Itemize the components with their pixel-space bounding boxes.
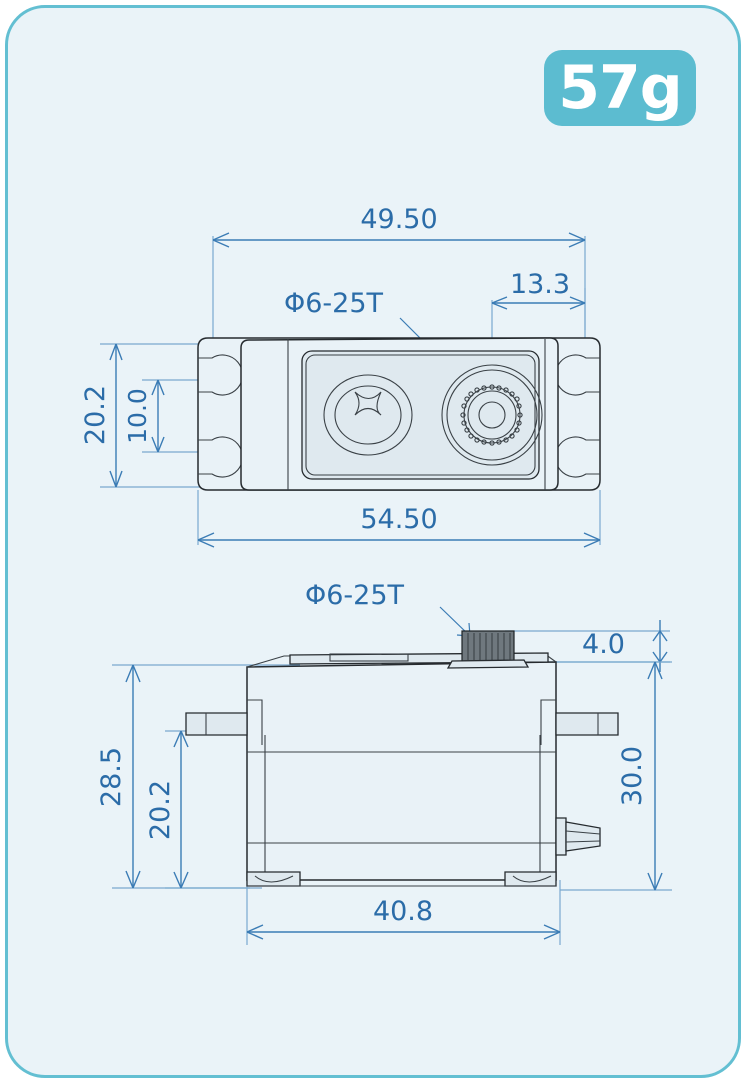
drawing-card — [5, 5, 741, 1078]
dim-shaft-offset: 13.3 — [491, 269, 586, 310]
dim-overall-width: 20.2 — [80, 343, 215, 488]
top-cover-panel-inner — [305, 354, 536, 476]
arrow-right — [568, 232, 586, 248]
dim-case-height: 30.0 — [555, 661, 672, 891]
arrow-left — [197, 532, 215, 548]
arrow-bottom — [109, 470, 123, 488]
rear-bearing-bowtie — [354, 391, 382, 416]
arrow-top — [647, 661, 663, 680]
grommet-cone — [565, 821, 601, 852]
spline-ring-inner — [467, 390, 517, 440]
flange-right-rib — [540, 699, 556, 745]
arrow-bottom — [647, 872, 663, 891]
dim-shaft-offset-label: 13.3 — [510, 269, 570, 300]
top-view-group: 49.50 13.3 Φ6-25T 20 — [80, 204, 601, 548]
top-cover-vent — [329, 653, 409, 662]
output-shaft — [461, 630, 515, 663]
rear-bearing-outer — [323, 374, 413, 456]
spline-ring-outer — [463, 386, 521, 444]
arrow-right — [569, 296, 586, 310]
arrow-bottom — [125, 870, 141, 889]
arrow-top — [173, 730, 189, 748]
arrow-top — [151, 379, 165, 396]
shaft-splines — [467, 633, 511, 660]
dim-overall-width-label: 20.2 — [80, 385, 111, 445]
dim-overall-length-label: 49.50 — [360, 204, 437, 235]
dim-mount-length-label: 54.50 — [360, 504, 437, 535]
arrow-right — [583, 532, 601, 548]
grommet-base — [555, 817, 567, 856]
arrow-top — [125, 664, 141, 683]
flange-left — [185, 712, 248, 736]
arrow-left — [246, 924, 264, 940]
foot-left — [246, 871, 301, 887]
dim-body-length-label: 40.8 — [373, 896, 433, 927]
arrow-right — [543, 924, 561, 940]
case-body — [246, 661, 557, 881]
dim-body-length: 40.8 — [246, 880, 561, 945]
callout-spline-top-label: Φ6-25T — [284, 288, 384, 319]
weight-badge-label: 57g — [558, 53, 682, 123]
flange-right — [555, 712, 619, 736]
dim-overall-length: 49.50 — [212, 204, 586, 248]
dim-body-height-label: 20.2 — [145, 780, 176, 840]
arrow-top — [652, 630, 668, 642]
rear-bearing-inner — [334, 385, 402, 445]
arrow-bottom — [173, 871, 189, 889]
side-view-group: Φ6-25T 4.0 28.5 — [96, 580, 672, 945]
top-cover-panel — [301, 350, 540, 480]
side-view-body — [185, 630, 619, 887]
arrow-bottom — [652, 651, 668, 663]
dim-total-height-label: 28.5 — [96, 747, 127, 807]
output-boss-outer — [441, 364, 543, 466]
top-view-body — [197, 337, 601, 491]
callout-spline-side-label: Φ6-25T — [305, 580, 405, 611]
callout-spline-side: Φ6-25T — [305, 580, 471, 637]
arrow-left — [491, 296, 508, 310]
foot-right-curve — [512, 875, 552, 883]
spline-teeth — [460, 384, 523, 446]
dim-shaft-height-label: 4.0 — [582, 629, 625, 660]
dim-case-height-label: 30.0 — [617, 746, 648, 806]
callout-spline-top: Φ6-25T — [284, 288, 481, 400]
shaft-collar — [446, 659, 530, 669]
output-boss-inner — [446, 369, 538, 461]
flange-left-rib — [247, 699, 263, 745]
arrow-left — [212, 232, 230, 248]
foot-right — [504, 871, 557, 887]
arrow-top — [109, 343, 123, 361]
weight-badge: 57g — [544, 50, 696, 126]
grommet-line-2 — [565, 840, 601, 843]
dim-inner-width-label: 10.0 — [123, 388, 152, 444]
arrow-bottom — [151, 436, 165, 453]
foot-left-curve — [254, 875, 294, 883]
grommet-line-1 — [565, 830, 601, 835]
dim-mount-length: 54.50 — [197, 490, 601, 548]
dim-body-height: 20.2 — [145, 730, 262, 889]
output-shaft-bore — [478, 401, 506, 429]
